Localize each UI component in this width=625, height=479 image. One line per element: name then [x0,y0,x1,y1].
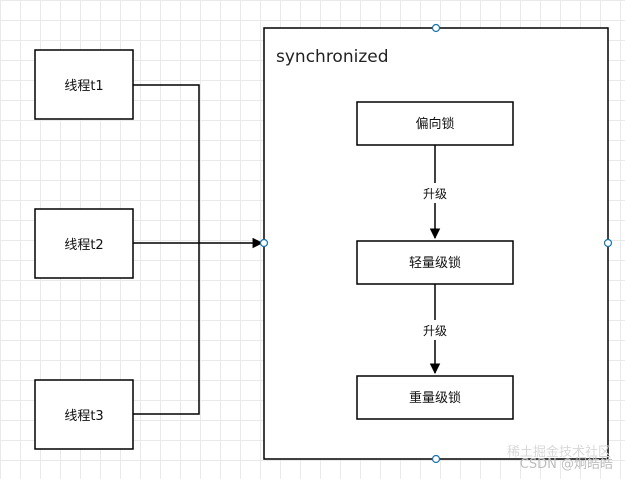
selection-handles [259,23,613,464]
resize-handle-bottom[interactable] [431,454,441,464]
connector-t3[interactable] [133,243,200,415]
lock-node-biased[interactable]: 偏向锁 [356,101,514,146]
edge-label: 升级 [423,187,447,201]
resize-handle-right[interactable] [603,238,613,248]
thread-node-t1[interactable]: 线程t1 [34,49,134,120]
connector-t1[interactable] [133,84,200,243]
lock-label: 重量级锁 [409,390,461,406]
lock-label: 轻量级锁 [409,255,461,271]
watermark-secondary: 稀土掘金技术社区 [506,445,611,460]
upgrade-edge-2[interactable]: 升级 [418,284,452,375]
thread-node-t2[interactable]: 线程t2 [34,208,134,279]
thread-label: 线程t2 [64,238,103,253]
watermark-primary: CSDN @炯皓皓 [519,457,613,472]
thread-label: 线程t1 [64,79,103,94]
resize-handle-top[interactable] [431,23,441,33]
thread-label: 线程t3 [64,409,103,424]
container-title: synchronized [276,47,389,67]
lock-node-lightweight[interactable]: 轻量级锁 [356,240,514,285]
resize-handle-left[interactable] [259,238,269,248]
thread-node-t3[interactable]: 线程t3 [34,379,134,450]
upgrade-edge-1[interactable]: 升级 [418,145,452,240]
lock-label: 偏向锁 [415,116,454,132]
lock-node-heavyweight[interactable]: 重量级锁 [356,375,514,420]
edge-label: 升级 [423,324,447,338]
thread-connectors [133,84,264,415]
